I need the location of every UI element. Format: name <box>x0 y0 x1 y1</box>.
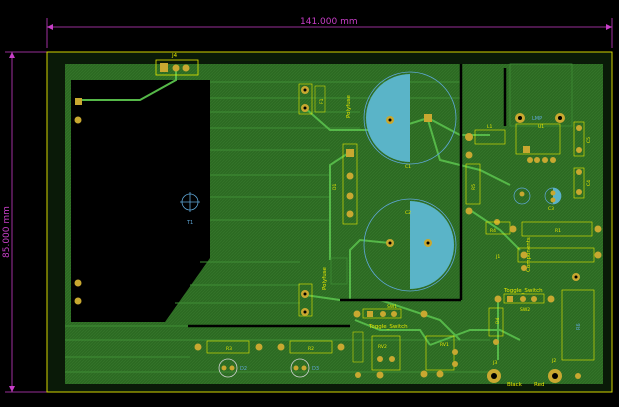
connector-j4[interactable]: J4 <box>155 53 199 76</box>
label-black: Black <box>507 382 523 388</box>
label-sw1: SW1 <box>387 304 397 310</box>
toggle-switch-sw1[interactable]: SW1 Toggle_Switch <box>353 304 428 330</box>
label-sw2: SW2 <box>520 307 530 313</box>
label-r2: R2 <box>308 346 314 352</box>
capacitor-c1[interactable]: C1 <box>363 71 457 170</box>
resistor-r3[interactable]: R3 <box>194 340 263 354</box>
dimension-horizontal: 141.000 mm <box>46 17 613 48</box>
connector-j1[interactable]: J1 Components <box>495 237 602 281</box>
label-l1: L1 <box>487 124 493 130</box>
label-r1: R1 <box>555 228 561 234</box>
label-red: Red <box>534 382 544 388</box>
label-c5: C5 <box>586 137 592 143</box>
keepout-lines <box>188 64 507 328</box>
label-components: Components <box>526 237 532 272</box>
capacitor-c3[interactable]: C3 <box>513 187 562 212</box>
label-polyfuse-bottom: Polyfuse <box>322 266 328 290</box>
label-polyfuse-top: Polyfuse <box>346 94 352 118</box>
label-r3: R3 <box>226 346 232 352</box>
transformer-t1[interactable]: T1 <box>74 98 201 305</box>
capacitor-c5[interactable]: C5 <box>573 121 592 157</box>
potentiometer-rv2[interactable]: RV2 <box>352 331 401 379</box>
label-toggle-switch-1: Toggle_Switch <box>368 324 408 330</box>
label-j3: J3 <box>492 360 497 366</box>
label-r5: R5 <box>471 184 477 190</box>
label-rv1: RV1 <box>440 342 449 348</box>
label-c1: C1 <box>405 164 411 170</box>
transformer-keepout <box>71 80 210 322</box>
label-f1: F1 <box>319 98 325 104</box>
diode-d1[interactable]: D1 <box>332 143 358 225</box>
inductor-l1[interactable]: L1 <box>465 124 506 159</box>
label-c4: C4 <box>586 180 592 186</box>
label-c2: C2 <box>405 210 411 216</box>
dimension-vertical: 85.000 mm <box>2 51 47 393</box>
dimension-height-label: 85.000 mm <box>2 206 12 258</box>
resistor-r6[interactable]: R6 <box>561 289 595 361</box>
resistor-r2[interactable]: R2 <box>277 340 345 354</box>
label-r4: R4 <box>490 228 496 234</box>
label-c3: C3 <box>548 206 554 212</box>
label-d3: D3 <box>312 366 319 372</box>
label-j4: J4 <box>171 53 178 59</box>
toggle-switch-sw2[interactable]: Toggle_Switch SW2 <box>494 288 555 313</box>
polyfuse-bottom[interactable]: Polyfuse <box>298 257 348 317</box>
label-j2: J2 <box>551 358 556 364</box>
label-rv2: RV2 <box>378 344 387 350</box>
label-toggle-switch-2: Toggle_Switch <box>503 288 543 294</box>
label-ic-ref: LMP <box>532 116 542 122</box>
dimension-width-label: 141.000 mm <box>300 17 358 27</box>
label-d2: D2 <box>240 366 247 372</box>
led-d2[interactable]: D2 <box>218 358 247 378</box>
label-d1: D1 <box>332 184 338 190</box>
jack-j3-black[interactable]: Black J3 <box>487 360 523 388</box>
diode-d4[interactable]: D4 <box>488 307 504 345</box>
label-t1: T1 <box>186 220 193 226</box>
resistor-r5[interactable]: R5 <box>465 163 501 225</box>
label-j1: J1 <box>495 254 500 260</box>
capacitor-c2[interactable]: C2 <box>363 198 457 292</box>
regulator-u1[interactable]: LMP U1 <box>509 63 573 163</box>
capacitor-c4[interactable]: C4 <box>573 167 592 199</box>
label-d4: D4 <box>495 318 501 324</box>
potentiometer-rv1[interactable]: RV1 <box>420 335 459 378</box>
jack-j2-red[interactable]: Red J2 <box>534 358 581 388</box>
resistor-r1[interactable]: R1 <box>509 221 602 237</box>
label-u1: U1 <box>538 124 544 130</box>
led-d3[interactable]: D3 <box>290 358 319 378</box>
polyfuse-f1[interactable]: F1 Polyfuse <box>298 83 352 118</box>
label-r6: R6 <box>576 323 582 330</box>
